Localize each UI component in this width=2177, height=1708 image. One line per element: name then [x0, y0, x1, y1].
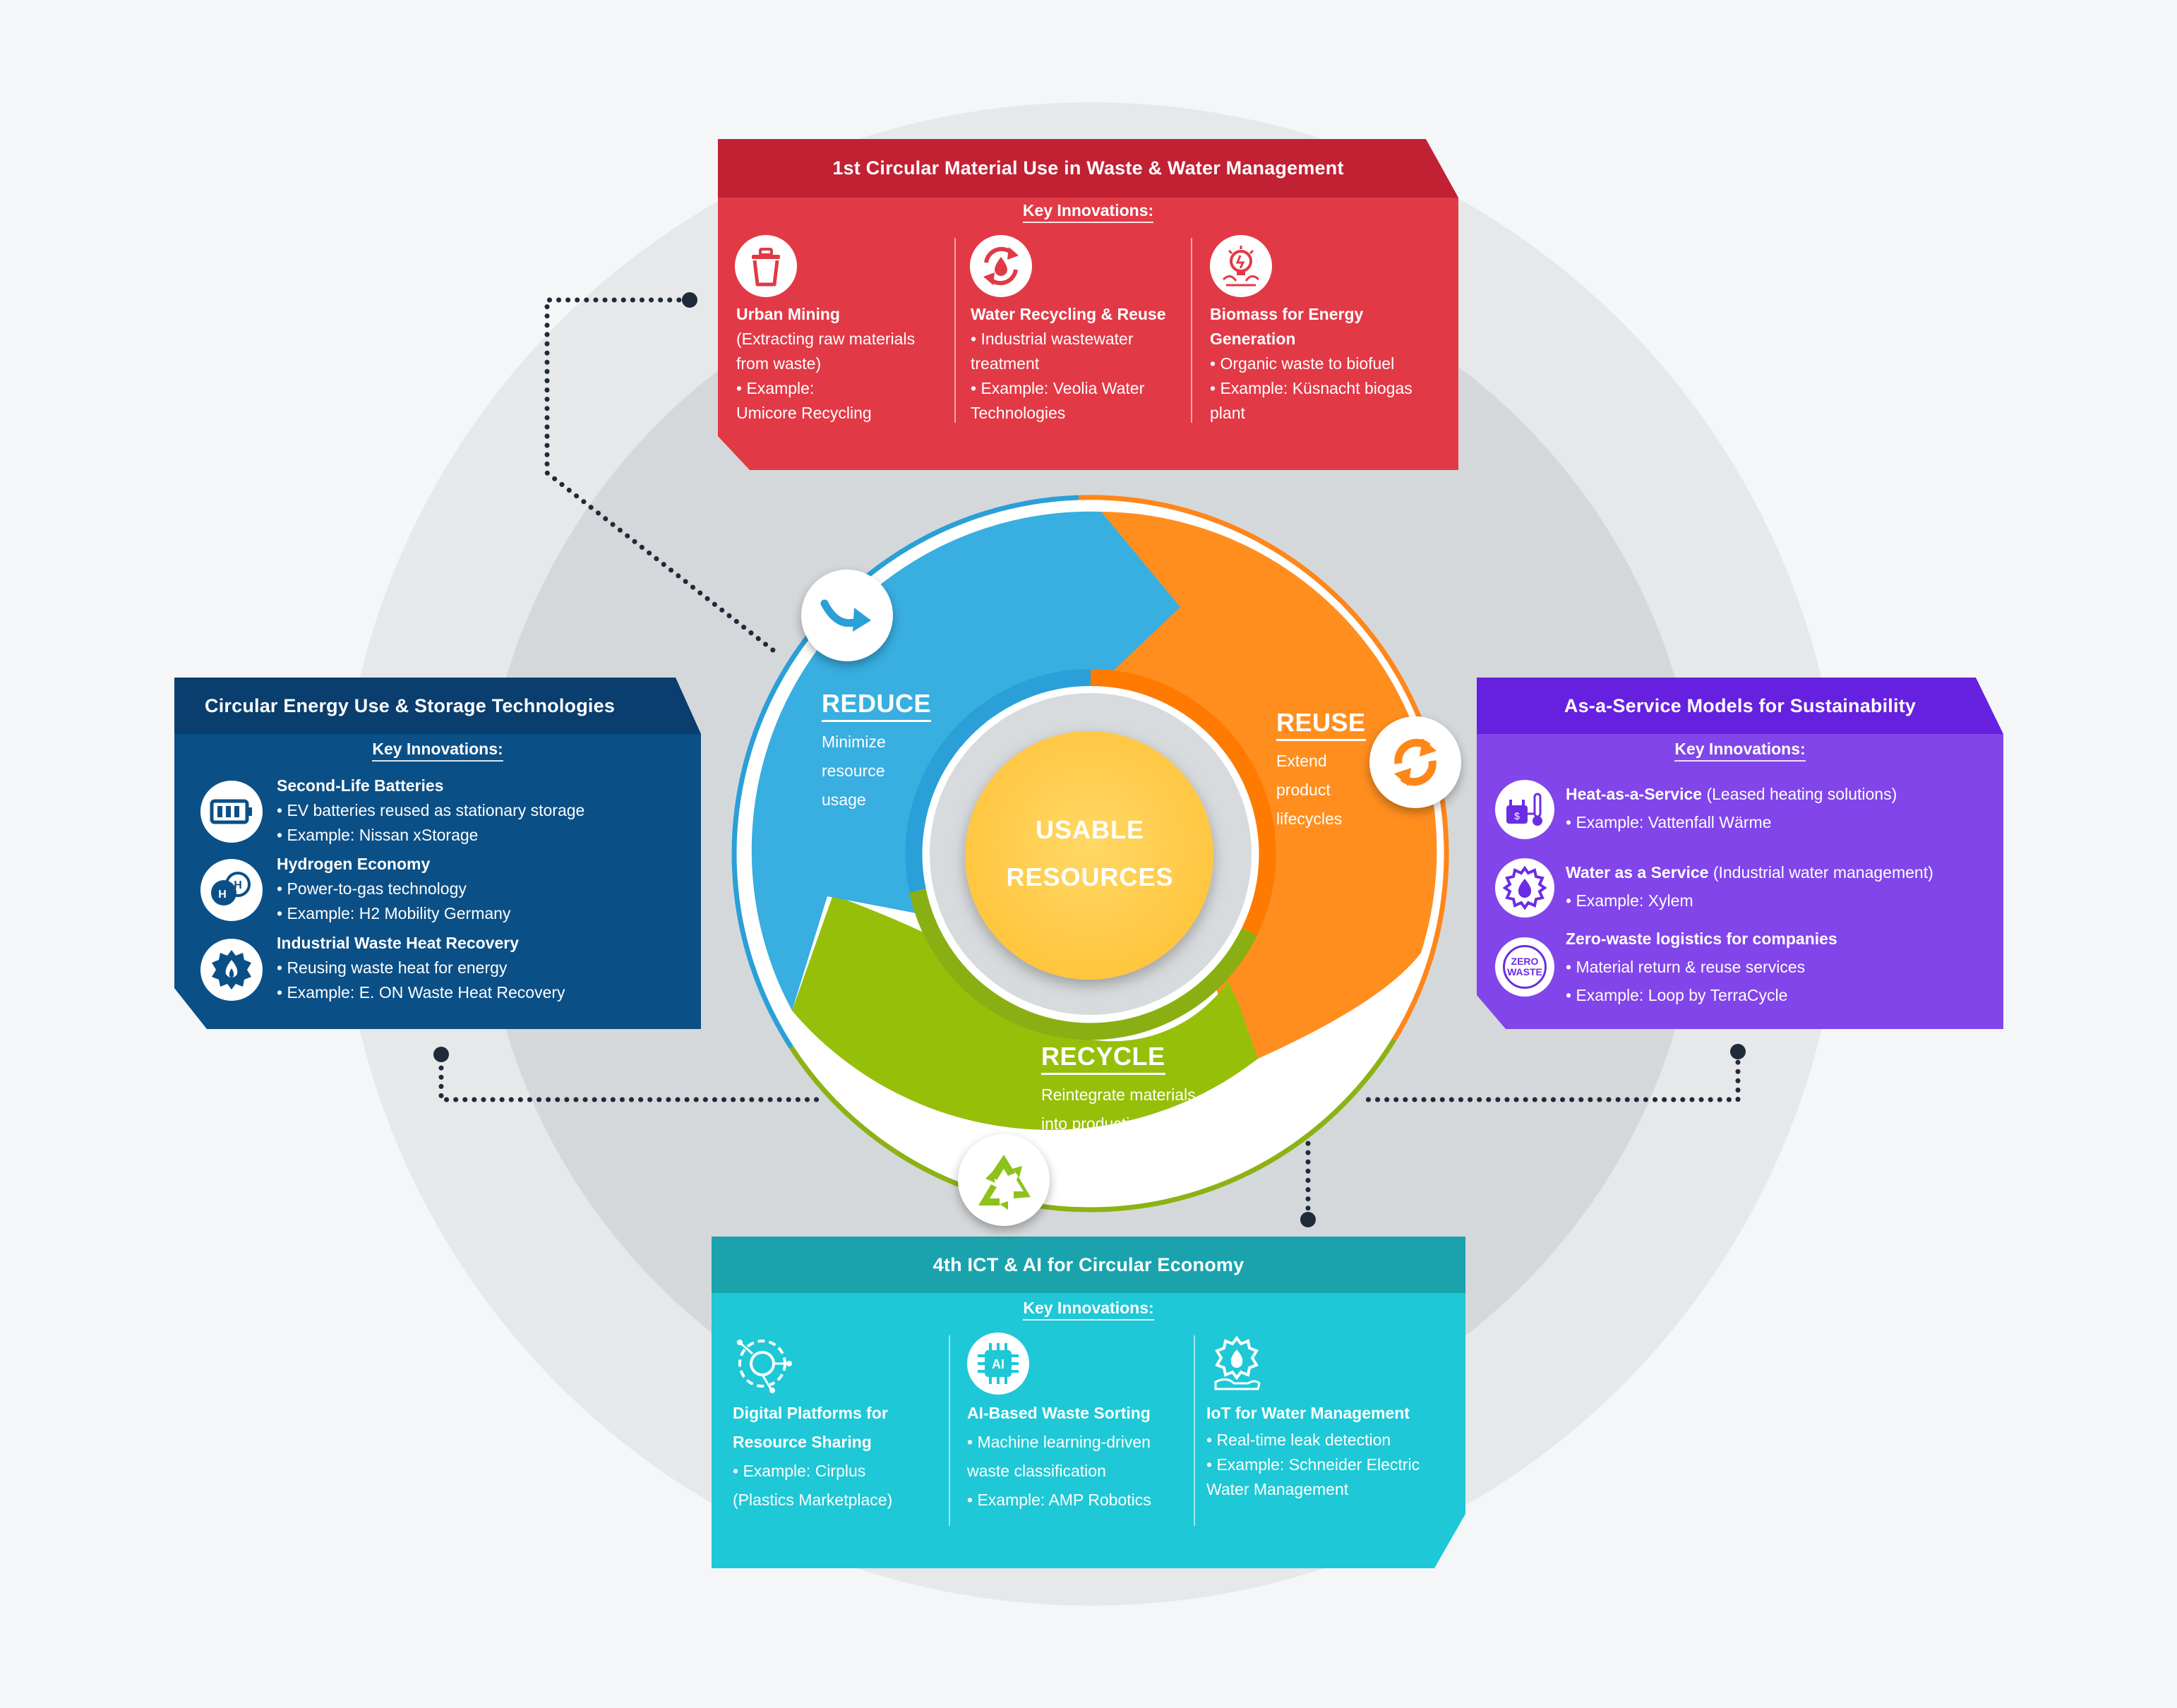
left-panel-title: Circular Energy Use & Storage Technologi… — [205, 694, 616, 716]
key-innovations-label: Key Innovations: — [712, 1299, 1465, 1321]
ai-chip-icon: AI — [967, 1333, 1029, 1395]
right-panel-body — [1477, 734, 2003, 1029]
right-panel: As-a-Service Models for Sustainability K… — [1477, 678, 2003, 1029]
zero-badge-text: WASTE — [1507, 966, 1542, 978]
ai-waste-sorting-item: AI-Based Waste Sorting • Machine learnin… — [967, 1399, 1200, 1515]
waste-heat-recovery-item: Industrial Waste Heat Recovery • Reusing… — [277, 931, 693, 1005]
zero-badge-text: ZERO — [1511, 956, 1539, 967]
svg-text:H: H — [234, 879, 242, 891]
item-title: Industrial Waste Heat Recovery — [277, 934, 519, 952]
reduce-desc-line: usage — [822, 790, 866, 809]
iot-water-icon — [1206, 1333, 1268, 1395]
item-title: Second-Life Batteries — [277, 776, 444, 795]
key-innovations-label: Key Innovations: — [1477, 740, 2003, 762]
trash-bin-icon — [735, 235, 797, 297]
item-title: Digital Platforms for — [733, 1404, 888, 1422]
refresh-arrows-icon — [1394, 738, 1437, 786]
recycle-desc-line: Reintegrate materials — [1041, 1085, 1196, 1104]
left-panel: Circular Energy Use & Storage Technologi… — [174, 678, 701, 1029]
column-divider — [1191, 238, 1192, 423]
reuse-desc-line: lifecycles — [1276, 810, 1343, 828]
item-title: Zero-waste logistics for companies — [1566, 930, 1837, 948]
heat-as-a-service-item: Heat-as-a-Service (Leased heating soluti… — [1566, 785, 1897, 831]
water-as-a-service-item: Water as a Service (Industrial water man… — [1566, 863, 1933, 910]
center-label: USABLE RESOURCES — [966, 806, 1214, 901]
reuse-segment-body — [1093, 512, 1437, 1059]
reuse-arrows-badge — [1369, 716, 1461, 808]
svg-text:H: H — [218, 889, 227, 901]
biomass-item: Biomass for Energy Generation • Organic … — [1210, 302, 1450, 426]
left-panel-shape — [174, 678, 701, 1029]
bottom-panel: 4th ICT & AI for Circular Economy Key In… — [712, 1237, 1465, 1568]
reuse-heading: REUSE — [1276, 708, 1366, 741]
item-title: Water Recycling & Reuse — [971, 305, 1166, 323]
waste-heat-icon — [200, 939, 263, 1001]
connector-lines — [438, 297, 1741, 1222]
reduce-heading: REDUCE — [822, 689, 932, 722]
top-panel-body — [718, 198, 1458, 470]
bottom-panel-head — [712, 1237, 1465, 1293]
water-recycle-icon — [970, 235, 1032, 297]
water-recycling-item: Water Recycling & Reuse • Industrial was… — [971, 302, 1197, 426]
recycle-label-block: RECYCLE Reintegrate materials into produ… — [1041, 1042, 1196, 1138]
center-label-line: RESOURCES — [1006, 862, 1174, 891]
item-title: Generation — [1210, 330, 1296, 348]
recycle-icon — [978, 1155, 1031, 1210]
recycle-outline-arc — [789, 1038, 1396, 1213]
right-panel-head — [1477, 678, 2003, 734]
reuse-desc-line: Extend — [1276, 752, 1327, 770]
biomass-bulb-icon — [1210, 235, 1272, 297]
reduce-desc-line: Minimize — [822, 733, 886, 751]
top-panel-head — [718, 139, 1458, 198]
zero-waste-icon: ZERO WASTE — [1495, 937, 1554, 997]
bottom-panel-title: 4th ICT & AI for Circular Economy — [932, 1253, 1245, 1275]
reduce-label-block: REDUCE Minimize resource usage — [822, 689, 932, 814]
bottom-panel-body — [712, 1293, 1465, 1568]
svg-text:$: $ — [1514, 810, 1520, 822]
center-hub — [965, 731, 1213, 980]
item-title: Hydrogen Economy — [277, 855, 431, 873]
key-innovations-label: Key Innovations: — [174, 740, 701, 762]
reuse-label-block: REUSE Extend product lifecycles — [1276, 708, 1366, 834]
item-title: Resource Sharing — [733, 1433, 872, 1451]
second-life-batteries-item: Second-Life Batteries • EV batteries reu… — [277, 774, 693, 848]
battery-icon — [200, 781, 263, 843]
reduce-arrow-badge — [801, 570, 893, 661]
column-divider — [1194, 1335, 1195, 1526]
urban-mining-item: Urban Mining (Extracting raw materials f… — [736, 302, 956, 426]
top-panel-title: 1st Circular Material Use in Waste & Wat… — [832, 157, 1344, 179]
center-label-line: USABLE — [1035, 815, 1144, 844]
hydrogen-economy-item: Hydrogen Economy • Power-to-gas technolo… — [277, 852, 693, 926]
reuse-outline-arc — [1078, 495, 1449, 1041]
reduce-outline-arc — [731, 495, 1079, 1049]
item-title: AI-Based Waste Sorting — [967, 1404, 1151, 1422]
iot-water-item: IoT for Water Management • Real-time lea… — [1206, 1399, 1461, 1502]
item-title: Water as a Service — [1566, 863, 1709, 882]
water-gear-icon — [1495, 858, 1554, 918]
left-panel-head — [174, 678, 701, 734]
reuse-desc-line: product — [1276, 781, 1331, 799]
right-panel-title: As-a-Service Models for Sustainability — [1564, 694, 1917, 716]
heating-icon: $ — [1495, 780, 1554, 839]
digital-platform-icon — [731, 1333, 793, 1395]
reduce-desc-line: resource — [822, 762, 885, 780]
item-title: IoT for Water Management — [1206, 1404, 1410, 1422]
recycle-heading: RECYCLE — [1041, 1042, 1165, 1075]
recycle-desc-line: into production — [1041, 1114, 1148, 1133]
zero-waste-logistics-item: Zero-waste logistics for companies • Mat… — [1566, 925, 1996, 1009]
top-panel: 1st Circular Material Use in Waste & Wat… — [718, 139, 1458, 470]
svg-text:AI: AI — [992, 1357, 1004, 1371]
digital-platforms-item: Digital Platforms for Resource Sharing •… — [733, 1399, 952, 1515]
column-divider — [949, 1335, 950, 1526]
column-divider — [954, 238, 956, 423]
key-innovations-label: Key Innovations: — [718, 201, 1458, 223]
item-title: Urban Mining — [736, 305, 840, 323]
item-title: Biomass for Energy — [1210, 305, 1364, 323]
curved-arrow-icon — [820, 599, 871, 632]
recycle-badge — [958, 1134, 1050, 1226]
item-title: Heat-as-a-Service — [1566, 785, 1703, 803]
